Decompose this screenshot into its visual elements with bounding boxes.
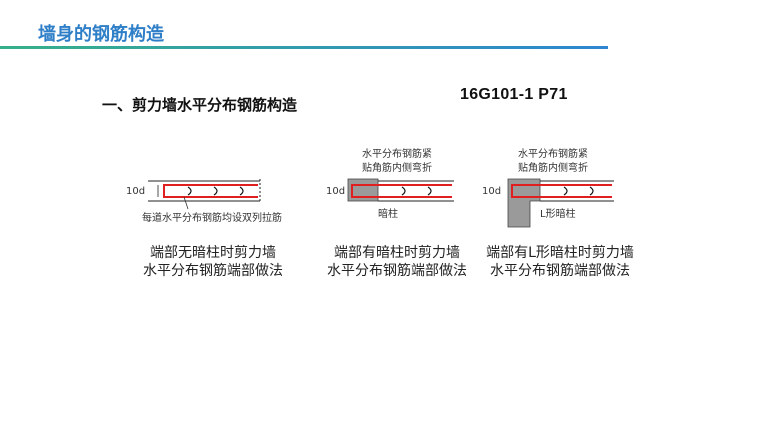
- caption-line-2: 水平分布钢筋端部做法: [143, 263, 283, 279]
- figure-l-column-drawing: 水平分布钢筋紧 贴角筋内侧弯折 10d L形暗柱: [482, 147, 614, 228]
- note-bottom: 暗柱: [378, 207, 398, 220]
- caption-line-2: 水平分布钢筋端部做法: [327, 263, 467, 279]
- dim-label: 10d: [126, 186, 145, 197]
- note-top-2: 贴角筋内侧弯折: [362, 161, 432, 174]
- dim-label: 10d: [326, 186, 345, 197]
- caption-line-2: 水平分布钢筋端部做法: [490, 263, 630, 279]
- standard-code: 16G101-1 P71: [460, 86, 568, 103]
- section-heading: 一、剪力墙水平分布钢筋构造: [102, 96, 298, 114]
- slide-title: 墙身的钢筋构造: [38, 24, 164, 45]
- note-top-2: 贴角筋内侧弯折: [518, 161, 588, 174]
- dim-label: 10d: [482, 186, 501, 197]
- caption-line-1: 端部有L形暗柱时剪力墙: [486, 245, 634, 261]
- figure-with-column: 水平分布钢筋紧 贴角筋内侧弯折 10d 暗柱 端部有暗柱时剪力墙 水平分布钢筋端…: [322, 145, 472, 285]
- figure-with-column-drawing: 水平分布钢筋紧 贴角筋内侧弯折 10d 暗柱: [326, 147, 454, 220]
- figure-note: 每道水平分布钢筋均设双列拉筋: [142, 211, 282, 224]
- figure-no-column: 10d 每道水平分布钢筋均设双列拉筋 端部无暗柱时剪力墙 水平分布钢筋端部做法: [118, 145, 308, 285]
- title-underline: [0, 46, 608, 49]
- note-top-1: 水平分布钢筋紧: [518, 147, 588, 160]
- note-bottom: L形暗柱: [540, 207, 576, 220]
- figure-no-column-drawing: 10d 每道水平分布钢筋均设双列拉筋: [126, 179, 282, 224]
- caption-line-1: 端部有暗柱时剪力墙: [334, 245, 460, 261]
- caption-line-1: 端部无暗柱时剪力墙: [150, 245, 276, 261]
- figure-l-column: 水平分布钢筋紧 贴角筋内侧弯折 10d L形暗柱 端部有L形暗柱时剪力墙 水平分…: [478, 145, 642, 285]
- note-top-1: 水平分布钢筋紧: [362, 147, 432, 160]
